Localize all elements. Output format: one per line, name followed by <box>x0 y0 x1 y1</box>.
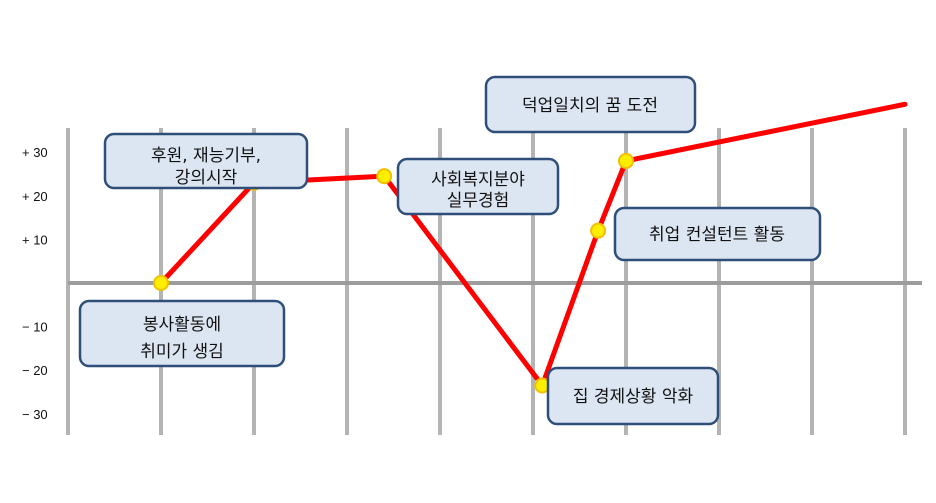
callout-box: 집 경제상황 악화 <box>546 366 720 426</box>
callout-text: 봉사활동에 <box>143 315 221 335</box>
callout-text: 취미가 생김 <box>140 342 224 362</box>
callout-text: 집 경제상황 악화 <box>573 387 694 407</box>
data-point-marker <box>376 168 393 185</box>
callout-text: 후원, 재능기부, <box>151 146 261 166</box>
callout-text: 덕업일치의 꿈 도전 <box>522 96 658 116</box>
callout-background <box>546 366 720 426</box>
y-tick-label: − 20 <box>22 363 48 378</box>
callout-text: 취업 컨설턴트 활동 <box>649 225 785 245</box>
y-tick-label: + 30 <box>22 145 48 160</box>
y-tick-label: − 10 <box>22 320 48 335</box>
callout-background <box>484 75 697 134</box>
callout-box: 덕업일치의 꿈 도전 <box>484 75 697 134</box>
y-tick-label: + 10 <box>22 232 48 247</box>
callout-background <box>103 132 309 190</box>
callout-box: 취업 컨설턴트 활동 <box>613 206 822 262</box>
data-point-marker <box>590 222 607 239</box>
y-tick-label: − 30 <box>22 407 48 422</box>
callout-box: 후원, 재능기부,강의시작 <box>103 132 309 190</box>
callout-background <box>78 299 286 368</box>
callout-text: 사회복지분야 <box>431 170 525 190</box>
data-point-marker <box>153 275 169 291</box>
y-tick-label: + 20 <box>22 189 48 204</box>
callout-text: 실무경험 <box>447 191 510 211</box>
data-point-marker <box>618 152 634 169</box>
y-axis-tick-labels: + 30 + 20 + 10 − 10 − 20 − 30 <box>22 145 48 422</box>
callout-background <box>613 206 822 262</box>
callout-background <box>396 157 560 216</box>
callout-text: 강의시작 <box>175 168 238 188</box>
